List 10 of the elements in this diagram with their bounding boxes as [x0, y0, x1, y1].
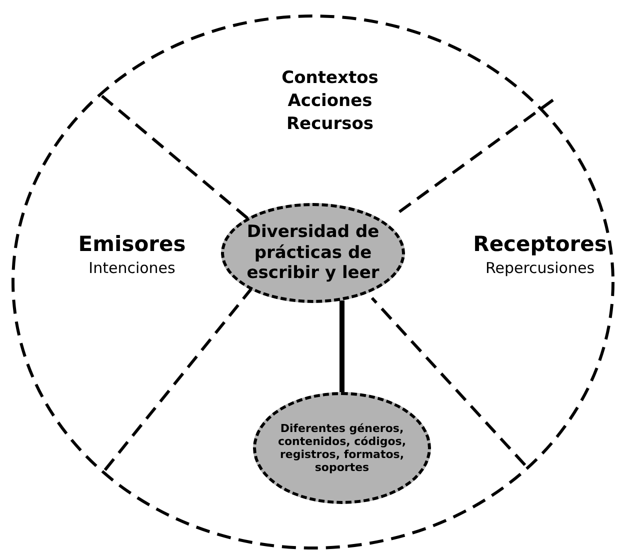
sector-heading: Acciones — [288, 91, 372, 111]
ellipse-node: Diferentes géneros, contenidos, códigos, registros, formatos, soportes — [253, 392, 431, 504]
ellipse-node: Diversidad de prácticas de escribir y leer — [221, 203, 405, 303]
sector-heading: Recursos — [286, 114, 374, 134]
sector-subtitle: Repercusiones — [485, 259, 595, 277]
sector-subtitle: Intenciones — [88, 259, 176, 277]
connector-line — [340, 300, 344, 392]
sector-heading: Emisores — [78, 232, 186, 256]
sector-heading: Receptores — [473, 232, 607, 256]
sector-heading: Contextos — [282, 68, 378, 88]
